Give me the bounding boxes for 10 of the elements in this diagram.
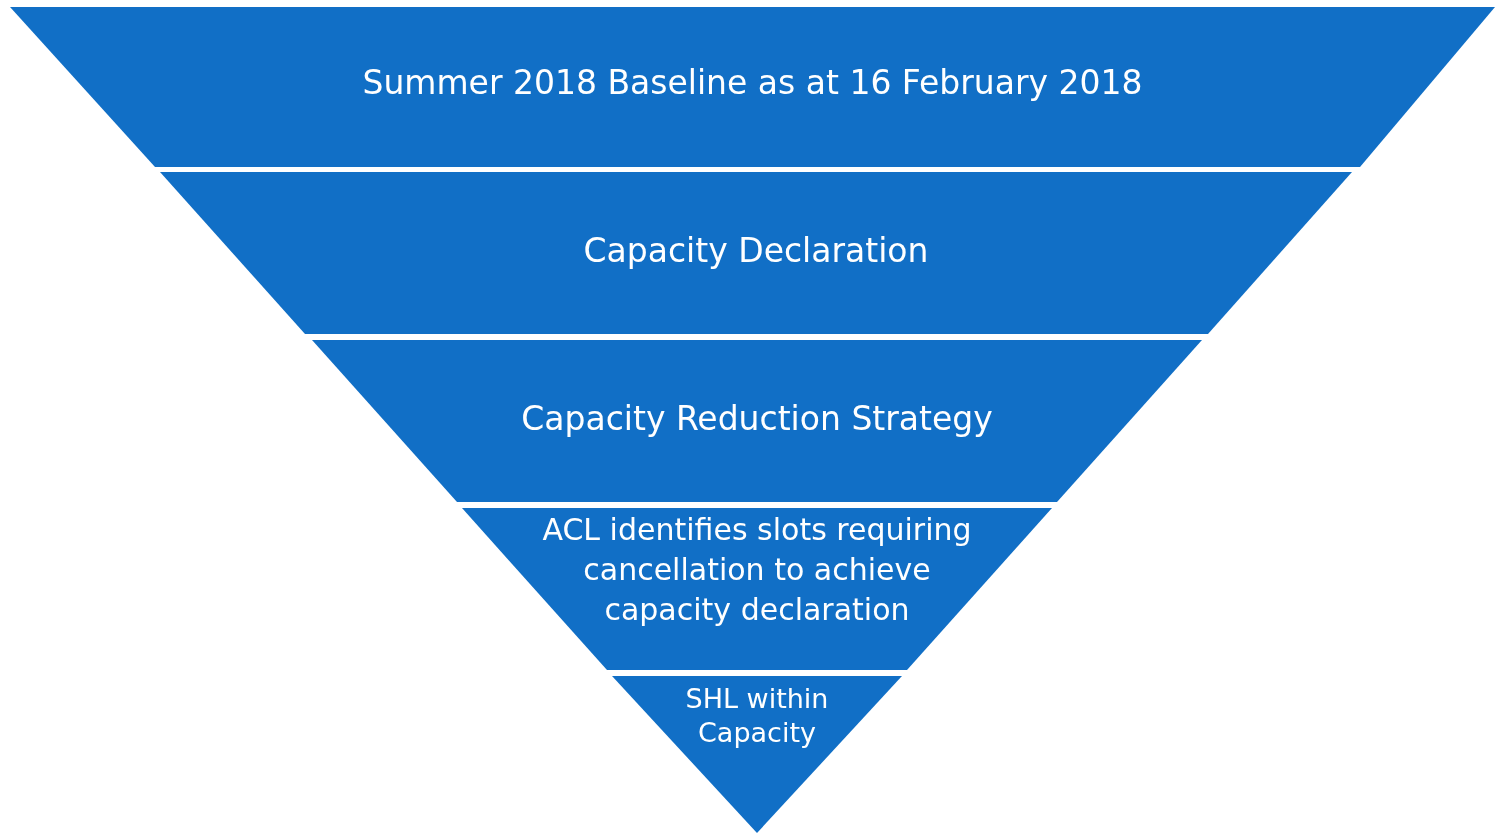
stage-label: ACL identifies slots requiring cancellation to achieve capacity declaration [541, 511, 973, 629]
stage-label: SHL within Capacity [684, 682, 830, 750]
stage-label: Capacity Reduction Strategy [520, 398, 994, 440]
funnel-band [312, 340, 1202, 502]
stage-label: Summer 2018 Baseline as at 16 February 2018 [361, 62, 1144, 104]
funnel-band [160, 172, 1352, 334]
funnel-band [612, 676, 902, 833]
funnel-band [10, 7, 1495, 167]
funnel-band [462, 508, 1052, 670]
stage-label: Capacity Declaration [582, 230, 930, 272]
